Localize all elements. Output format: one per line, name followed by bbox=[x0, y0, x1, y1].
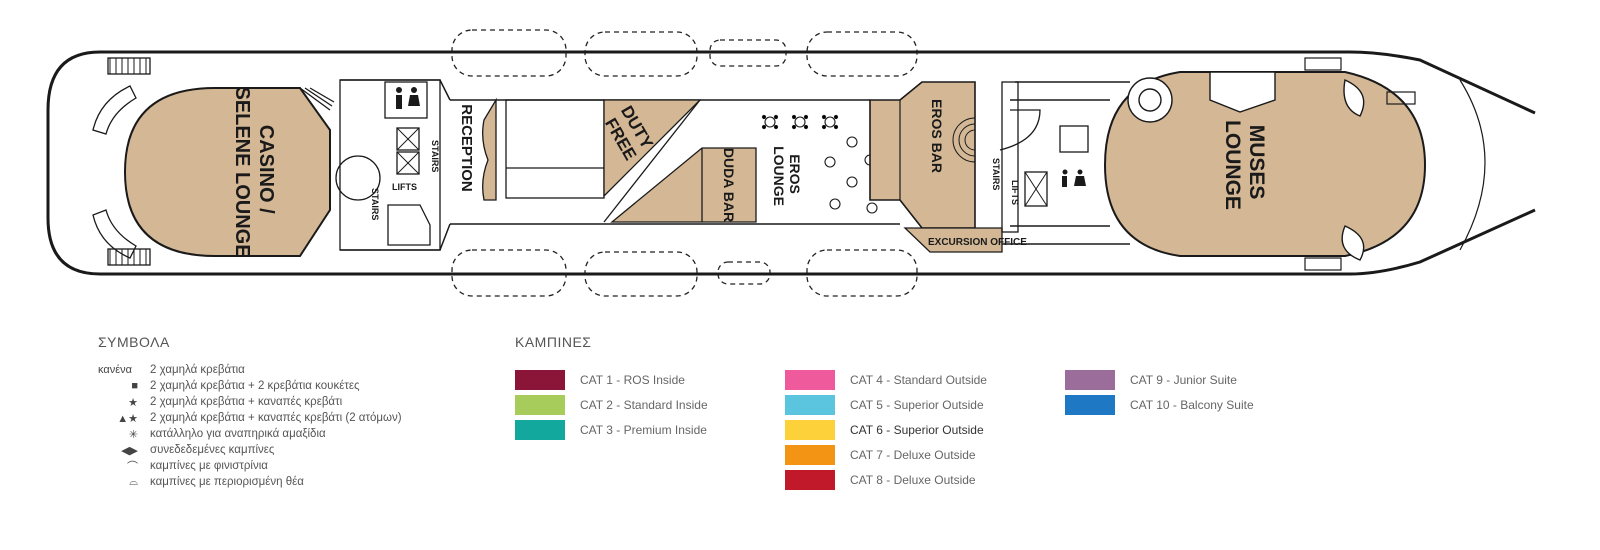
cabin-label: CAT 7 - Deluxe Outside bbox=[850, 448, 976, 462]
casino-label-line2: SELENE LOUNGE bbox=[231, 86, 253, 257]
eros-lounge-label-line1: EROS bbox=[787, 154, 803, 194]
restroom-icon-forward bbox=[1062, 169, 1086, 187]
star-icon: ★ bbox=[128, 396, 138, 409]
muses-label-line2: LOUNGE bbox=[1221, 120, 1244, 210]
hull-outline bbox=[46, 50, 1536, 276]
eros-bar-label: EROS BAR bbox=[929, 99, 945, 173]
cabin-swatch bbox=[515, 370, 565, 390]
cabin-swatch bbox=[1065, 370, 1115, 390]
symbol-row: ◀▶ συνεδεδεμένες καμπίνες bbox=[98, 442, 274, 458]
lifts-label-1: LIFTS bbox=[392, 182, 417, 192]
symbol-text: καμπίνες με φινιστρίνια bbox=[150, 460, 268, 472]
symbol-text: 2 χαμηλά κρεβάτια + 2 κρεβάτια κουκέτες bbox=[150, 380, 360, 392]
cabin-label: CAT 3 - Premium Inside bbox=[580, 423, 707, 437]
cabin-swatch bbox=[515, 420, 565, 440]
deck-plan: CASINO / SELENE LOUNGE STAIRS STAIRS LIF… bbox=[46, 29, 1536, 297]
stairs-label-forward: STAIRS bbox=[991, 158, 1001, 190]
casino-label-line1: CASINO / bbox=[255, 125, 277, 214]
symbol-row: ■ 2 χαμηλά κρεβάτια + 2 κρεβάτια κουκέτε… bbox=[98, 378, 360, 394]
cabin-category: CAT 9 - Junior Suite bbox=[1065, 370, 1237, 390]
cabin-label: CAT 9 - Junior Suite bbox=[1130, 373, 1237, 387]
symbol-row: ✳ κατάλληλο για αναπηρικά αμαξίδια bbox=[98, 426, 326, 442]
cabin-swatch bbox=[785, 395, 835, 415]
cabin-category: CAT 8 - Deluxe Outside bbox=[785, 470, 976, 490]
cabins-title: ΚΑΜΠΙΝΕΣ bbox=[515, 334, 592, 350]
svg-text:MUSES LOUNGE: MUSES LOUNGE bbox=[1221, 120, 1268, 210]
cabin-swatch bbox=[515, 395, 565, 415]
cabin-label: CAT 4 - Standard Outside bbox=[850, 373, 987, 387]
cabin-category: CAT 6 - Superior Outside bbox=[785, 420, 984, 440]
square-icon: ■ bbox=[131, 380, 138, 392]
cabin-label: CAT 8 - Deluxe Outside bbox=[850, 473, 976, 487]
eros-lounge-label-line2: LOUNGE bbox=[771, 146, 787, 206]
svg-text:CASINO / SELENE LOUNGE: CASINO / SELENE LOUNGE bbox=[231, 86, 277, 257]
cabin-category: CAT 1 - ROS Inside bbox=[515, 370, 685, 390]
cabin-swatch bbox=[785, 470, 835, 490]
muses-lounge-area bbox=[1103, 71, 1427, 257]
cabin-swatch bbox=[1065, 395, 1115, 415]
symbol-row: ⌒ καμπίνες με φινιστρίνια bbox=[98, 458, 268, 474]
cabin-swatch bbox=[785, 420, 835, 440]
cabin-label: CAT 2 - Standard Inside bbox=[580, 398, 708, 412]
duda-bar-label: DUDA BAR bbox=[721, 148, 737, 222]
obstructed-view-icon: ⌓ bbox=[129, 475, 138, 488]
restroom-icon bbox=[396, 87, 420, 109]
symbol-text: συνεδεδεμένες καμπίνες bbox=[150, 444, 275, 456]
symbol-text: 2 χαμηλά κρεβάτια + καναπές κρεβάτι (2 α… bbox=[150, 412, 402, 424]
symbol-text: κατάλληλο για αναπηρικά αμαξίδια bbox=[150, 428, 326, 440]
stairs-label-aft: STAIRS bbox=[370, 188, 380, 220]
reception-label: RECEPTION bbox=[458, 104, 475, 192]
porthole-icon: ⌒ bbox=[127, 461, 138, 473]
wheelchair-icon: ✳ bbox=[128, 428, 138, 441]
symbol-row: ★ 2 χαμηλά κρεβάτια + καναπές κρεβάτι bbox=[98, 394, 342, 410]
forward-stairs-lifts bbox=[999, 81, 1089, 233]
lifts-label-forward: LIFTS bbox=[1010, 180, 1020, 205]
svg-text:EROS LOUNGE: EROS LOUNGE bbox=[771, 146, 803, 206]
cabin-label: CAT 1 - ROS Inside bbox=[580, 373, 685, 387]
duty-free-area bbox=[603, 99, 702, 198]
cabin-category: CAT 7 - Deluxe Outside bbox=[785, 445, 976, 465]
excursion-office-area bbox=[903, 227, 1003, 253]
cabin-category: CAT 2 - Standard Inside bbox=[515, 395, 708, 415]
cabin-category: CAT 4 - Standard Outside bbox=[785, 370, 987, 390]
connecting-arrows-icon: ◀▶ bbox=[121, 444, 138, 457]
cabin-category: CAT 5 - Superior Outside bbox=[785, 395, 984, 415]
muses-label-line1: MUSES bbox=[1245, 125, 1268, 200]
reception-desk bbox=[482, 97, 497, 201]
cabin-category: CAT 10 - Balcony Suite bbox=[1065, 395, 1254, 415]
symbols-title: ΣΥΜΒΟΛΑ bbox=[98, 334, 170, 350]
symbol-row: ⌓ καμπίνες με περιορισμένη θέα bbox=[98, 474, 304, 490]
triangle-star-icon: ▲★ bbox=[117, 412, 138, 425]
cabin-swatch bbox=[785, 445, 835, 465]
stairs-lifts-block bbox=[299, 79, 441, 251]
symbol-text: καμπίνες με περιορισμένη θέα bbox=[150, 476, 304, 488]
duda-bar-area bbox=[610, 147, 757, 223]
symbol-text: 2 χαμηλά κρεβάτια bbox=[150, 364, 245, 376]
symbol-glyph: κανένα bbox=[98, 364, 132, 376]
casino-area bbox=[123, 87, 331, 257]
stairs-label-fwd: STAIRS bbox=[430, 140, 440, 172]
symbol-row: ▲★ 2 χαμηλά κρεβάτια + καναπές κρεβάτι (… bbox=[98, 410, 402, 426]
cabin-label: CAT 5 - Superior Outside bbox=[850, 398, 984, 412]
symbol-text: 2 χαμηλά κρεβάτια + καναπές κρεβάτι bbox=[150, 396, 343, 408]
cabin-swatch bbox=[785, 370, 835, 390]
cabin-category: CAT 3 - Premium Inside bbox=[515, 420, 707, 440]
excursion-office-label: EXCURSION OFFICE bbox=[928, 237, 1027, 248]
symbol-row: κανένα 2 χαμηλά κρεβάτια bbox=[98, 362, 245, 378]
cabin-label: CAT 10 - Balcony Suite bbox=[1130, 398, 1254, 412]
cabin-label: CAT 6 - Superior Outside bbox=[850, 423, 984, 437]
